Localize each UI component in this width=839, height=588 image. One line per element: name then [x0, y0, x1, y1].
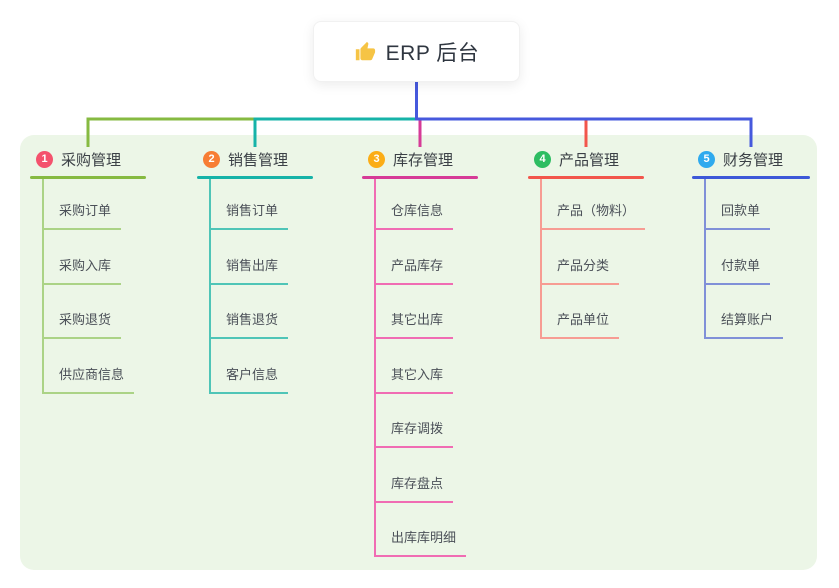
branch-header[interactable]: 3 库存管理	[362, 147, 453, 171]
branch-header[interactable]: 1 采购管理	[30, 147, 121, 171]
child-node[interactable]: 回款单	[704, 202, 771, 230]
child-node[interactable]: 产品库存	[374, 257, 454, 285]
branch-stem	[540, 179, 542, 339]
child-node[interactable]: 供应商信息	[42, 366, 135, 394]
child-node[interactable]: 其它出库	[374, 311, 454, 339]
branch-underline	[528, 176, 644, 179]
child-node[interactable]: 付款单	[704, 257, 771, 285]
root-node[interactable]: ERP 后台	[313, 21, 520, 82]
branch-underline	[197, 176, 313, 179]
child-node[interactable]: 结算账户	[704, 311, 784, 339]
child-node[interactable]: 产品单位	[540, 311, 620, 339]
branch-stem	[209, 179, 211, 394]
branch-number-badge: 4	[534, 150, 551, 168]
child-node[interactable]: 采购入库	[42, 257, 122, 285]
child-node[interactable]: 出库库明细	[374, 529, 467, 557]
branch-underline	[362, 176, 478, 179]
child-node[interactable]: 销售出库	[209, 257, 289, 285]
child-node[interactable]: 客户信息	[209, 366, 289, 394]
branch-title: 产品管理	[559, 151, 620, 169]
branch-title: 库存管理	[393, 151, 454, 169]
branch-title: 财务管理	[723, 151, 784, 169]
branch-underline	[30, 176, 146, 179]
child-node[interactable]: 销售订单	[209, 202, 289, 230]
branch-number-badge: 3	[368, 150, 385, 168]
branch-number-badge: 5	[698, 150, 715, 168]
child-node[interactable]: 采购订单	[42, 202, 122, 230]
child-node[interactable]: 销售退货	[209, 311, 289, 339]
branch-header[interactable]: 5 财务管理	[692, 147, 783, 171]
branch-underline	[692, 176, 810, 179]
branch-title: 采购管理	[61, 151, 122, 169]
child-node[interactable]: 仓库信息	[374, 202, 454, 230]
branch-stem	[42, 179, 44, 394]
branch-title: 销售管理	[228, 151, 289, 169]
branch-number-badge: 2	[203, 150, 220, 168]
child-node[interactable]: 产品分类	[540, 257, 620, 285]
branch-header[interactable]: 4 产品管理	[528, 147, 619, 171]
branch-stem	[374, 179, 376, 557]
child-node[interactable]: 采购退货	[42, 311, 122, 339]
child-node[interactable]: 其它入库	[374, 366, 454, 394]
child-node[interactable]: 库存盘点	[374, 475, 454, 503]
child-node[interactable]: 库存调拨	[374, 420, 454, 448]
branch-stem	[704, 179, 706, 339]
thumbs-up-icon	[355, 41, 375, 60]
child-node[interactable]: 产品（物料）	[540, 202, 646, 230]
branches-panel	[20, 135, 817, 570]
root-title: ERP 后台	[385, 41, 480, 65]
branch-number-badge: 1	[36, 150, 53, 168]
branch-header[interactable]: 2 销售管理	[197, 147, 288, 171]
